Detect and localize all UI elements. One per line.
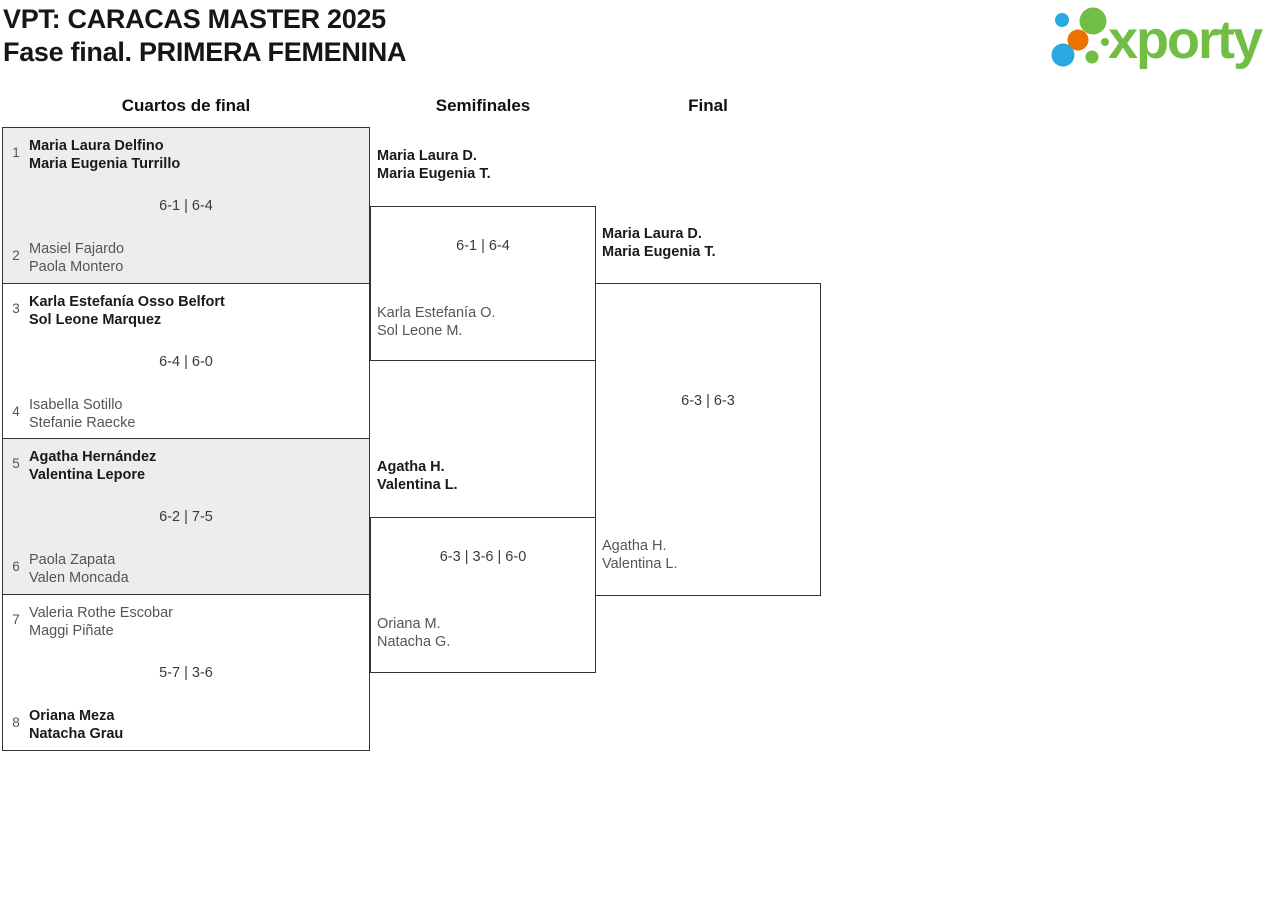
team-name: Maria Laura D. Maria Eugenia T. [377,148,491,182]
seed-number: 2 [12,248,20,263]
logo-dot-orange [1067,29,1089,51]
logo-dot-blue-small [1055,13,1069,27]
page-title-line1: VPT: CARACAS MASTER 2025 [3,4,386,34]
match-score: 6-3 | 3-6 | 6-0 [439,549,527,565]
logo-dot-blue-large [1051,43,1075,67]
logo-text: xporty [1108,10,1263,70]
xporty-logo[interactable]: xporty [1044,2,1280,74]
team-name: Oriana Meza Natacha Grau [29,708,124,742]
page-title-line2: Fase final. PRIMERA FEMENINA [3,37,407,67]
seed-number: 8 [12,715,20,730]
logo-dot-green-tiny [1101,38,1109,46]
team-name: Maria Laura Delfino Maria Eugenia Turril… [29,138,181,172]
match-score: 6-1 | 6-4 [159,198,213,214]
match-score: 5-7 | 3-6 [159,665,213,681]
match-score: 6-2 | 7-5 [159,509,213,525]
seed-number: 4 [12,404,20,419]
team-name: Valeria Rothe Escobar Maggi Piñate [29,605,174,639]
team-name: Oriana M. Natacha G. [377,616,451,650]
seed-number: 1 [12,145,20,160]
team-name: Agatha H. Valentina L. [602,538,678,572]
round-header-final: Final [688,96,728,115]
match-score: 6-1 | 6-4 [456,238,510,254]
quarterfinal-1-match-box[interactable]: 1 Maria Laura Delfino Maria Eugenia Turr… [2,127,370,284]
quarterfinal-2-match-box[interactable]: 3 Karla Estefanía Osso Belfort Sol Leone… [2,283,370,439]
team-name: Paola Zapata Valen Moncada [29,552,129,586]
quarterfinal-3-match-box[interactable]: 5 Agatha Hernández Valentina Lepore 6-2 … [2,438,370,595]
team-name: Maria Laura D. Maria Eugenia T. [602,226,716,260]
seed-number: 6 [12,559,20,574]
round-header-semifinales: Semifinales [435,96,531,115]
seed-number: 7 [12,612,20,627]
seed-number: 3 [12,301,20,316]
logo-dot-green-large [1079,7,1107,35]
team-name: Agatha Hernández Valentina Lepore [29,449,157,483]
round-header-cuartos: Cuartos de final [121,96,251,115]
final-match-box[interactable] [595,283,821,596]
logo-dot-green-small [1085,50,1099,64]
team-name: Masiel Fajardo Paola Montero [29,241,125,275]
match-score: 6-3 | 6-3 [681,393,735,409]
team-name: Isabella Sotillo Stefanie Raecke [29,397,136,431]
match-score: 6-4 | 6-0 [159,354,213,370]
quarterfinal-4-match-box[interactable]: 7 Valeria Rothe Escobar Maggi Piñate 5-7… [2,594,370,751]
team-name: Agatha H. Valentina L. [377,459,458,493]
page-title: VPT: CARACAS MASTER 2025 Fase final. PRI… [3,3,406,69]
seed-number: 5 [12,456,20,471]
semifinal-1-match-box[interactable] [370,206,596,361]
team-name: Karla Estefanía O. Sol Leone M. [377,305,496,339]
team-name: Karla Estefanía Osso Belfort Sol Leone M… [29,294,225,328]
